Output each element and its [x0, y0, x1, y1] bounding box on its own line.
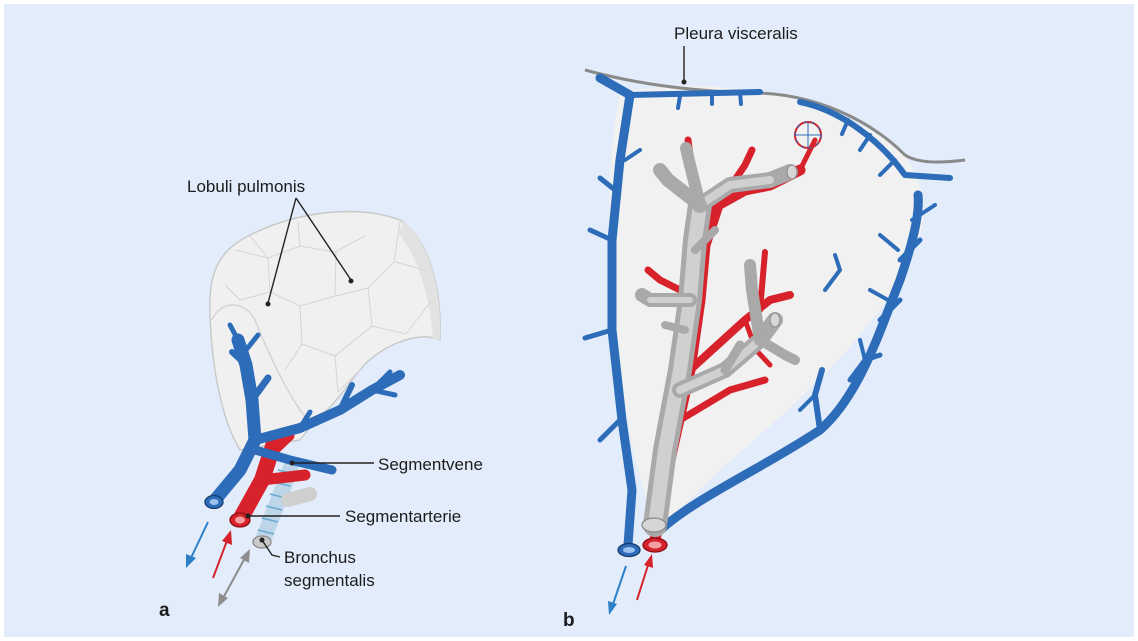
label-segmentarterie: Segmentarterie [345, 507, 461, 526]
vein-tree-b [582, 73, 953, 558]
label-bronchus-line1: Bronchus [284, 548, 356, 567]
leader-dot [265, 301, 271, 307]
figure-background [4, 4, 1134, 637]
label-bronchus-line2: segmentalis [284, 571, 375, 590]
leader-dot [348, 278, 354, 284]
label-segmentvene: Segmentvene [378, 455, 483, 474]
pleura-line [584, 68, 966, 164]
flow-arrows-a [186, 521, 250, 607]
leader-dot [245, 513, 251, 519]
panel-a: Lobuli pulmonis Segmentvene Segmentarter… [159, 177, 483, 621]
leader-dot [289, 460, 295, 466]
label-pleura-visceralis: Pleura visceralis [674, 24, 798, 43]
label-lobuli-pulmonis: Lobuli pulmonis [187, 177, 305, 196]
panel-b: Pleura visceralis b [563, 24, 966, 631]
leader-dot [681, 79, 687, 85]
leader-lobuli [267, 197, 352, 304]
leader-bronchus [261, 539, 281, 558]
flow-arrows-b [608, 554, 653, 615]
panel-label-b: b [563, 610, 575, 631]
panel-label-a: a [159, 600, 170, 621]
segment-vein-a [204, 322, 405, 510]
acinus-detail [794, 121, 822, 149]
bronchial-tree-b [635, 142, 800, 537]
lobule-block [209, 210, 441, 451]
leader-dot [259, 537, 265, 543]
